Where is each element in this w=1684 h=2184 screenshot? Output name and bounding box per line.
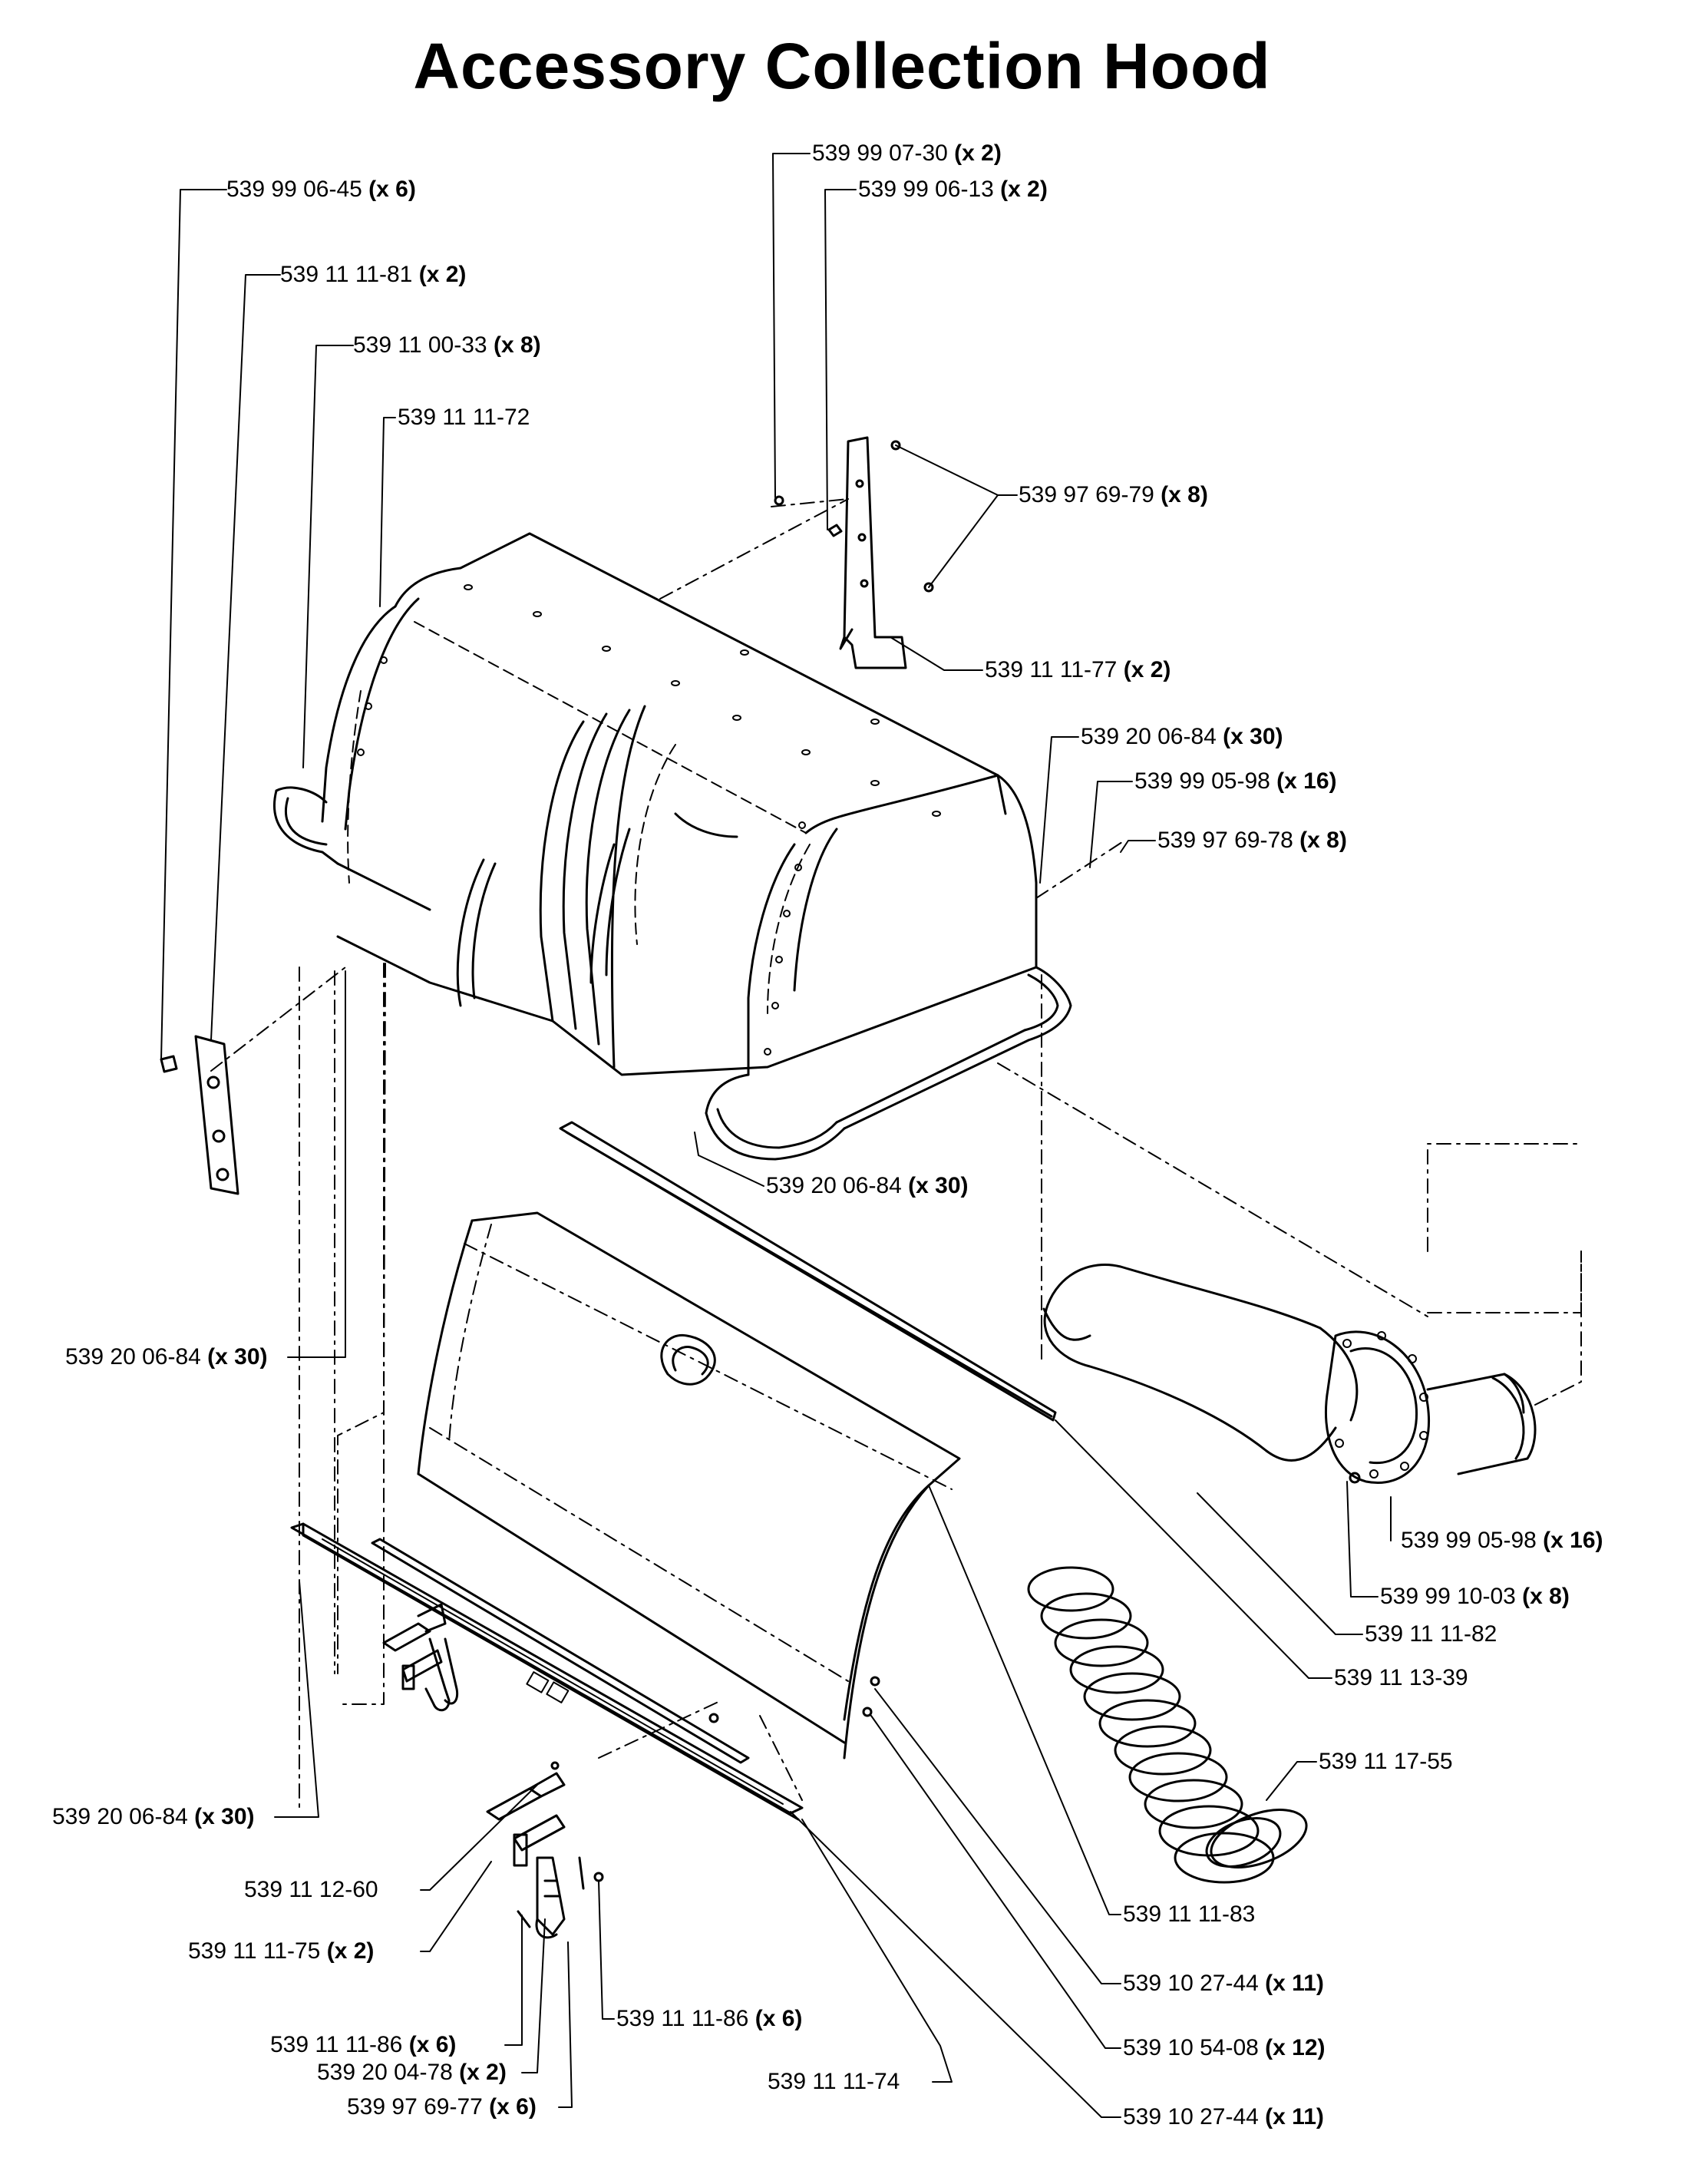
label-539-11-11-74: 539 11 11-74: [768, 2069, 900, 2094]
assembly-lines: [211, 499, 1581, 1812]
label-539-11-11-75: 539 11 11-75 (x 2): [188, 1938, 375, 1964]
hood-body: [275, 534, 1071, 1159]
label-539-20-06-84-a: 539 20 06-84 (x 30): [1081, 724, 1283, 749]
seal-strip: [560, 1122, 1055, 1420]
label-539-10-27-44-a: 539 10 27-44 (x 11): [1123, 1971, 1324, 1996]
label-539-11-11-83: 539 11 11-83: [1123, 1902, 1256, 1927]
label-539-20-06-84-b: 539 20 06-84 (x 30): [766, 1173, 969, 1198]
label-539-97-69-77: 539 97 69-77 (x 6): [347, 2094, 537, 2120]
label-539-97-69-78: 539 97 69-78 (x 8): [1157, 828, 1347, 853]
label-539-99-05-98-b: 539 99 05-98 (x 16): [1401, 1528, 1603, 1553]
label-539-11-00-33: 539 11 00-33 (x 8): [353, 332, 541, 358]
label-539-99-07-30: 539 99 07-30 (x 2): [812, 140, 1002, 166]
label-539-11-11-86-a: 539 11 11-86 (x 6): [270, 2032, 457, 2057]
label-539-11-11-82: 539 11 11-82: [1365, 1621, 1497, 1647]
latch-bracket-left: [384, 1604, 457, 1710]
lower-rail: [292, 1524, 802, 1819]
label-539-97-69-79: 539 97 69-79 (x 8): [1019, 482, 1208, 507]
label-539-99-10-03: 539 99 10-03 (x 8): [1380, 1584, 1570, 1609]
label-539-99-06-13: 539 99 06-13 (x 2): [858, 177, 1048, 202]
label-539-10-54-08: 539 10 54-08 (x 12): [1123, 2035, 1326, 2060]
label-539-20-06-84-d: 539 20 06-84 (x 30): [52, 1804, 255, 1829]
label-539-11-11-81: 539 11 11-81 (x 2): [280, 262, 467, 287]
label-539-11-13-39: 539 11 13-39: [1334, 1665, 1468, 1690]
page-title: Accessory Collection Hood: [413, 30, 1271, 102]
leader-lines: [161, 154, 1391, 2117]
label-539-10-27-44-b: 539 10 27-44 (x 11): [1123, 2104, 1324, 2129]
label-539-11-11-77: 539 11 11-77 (x 2): [985, 657, 1171, 682]
discharge-elbow: [1044, 1264, 1535, 1482]
label-539-11-11-86-b: 539 11 11-86 (x 6): [616, 2006, 803, 2031]
label-539-99-05-98-a: 539 99 05-98 (x 16): [1134, 768, 1337, 794]
label-539-11-17-55: 539 11 17-55: [1319, 1749, 1453, 1774]
label-539-11-11-72: 539 11 11-72: [398, 405, 530, 430]
label-539-20-04-78: 539 20 04-78 (x 2): [317, 2060, 507, 2085]
flexible-hose: [1029, 1568, 1314, 1882]
label-539-11-12-60: 539 11 12-60: [244, 1877, 378, 1902]
front-door-panel: [418, 1213, 959, 1758]
label-539-20-06-84-c: 539 20 06-84 (x 30): [65, 1344, 268, 1370]
upper-bracket: [775, 438, 933, 668]
label-539-99-06-45: 539 99 06-45 (x 6): [226, 177, 416, 202]
latch-bracket-lower: [487, 1763, 603, 1938]
left-strap: [161, 1036, 238, 1194]
